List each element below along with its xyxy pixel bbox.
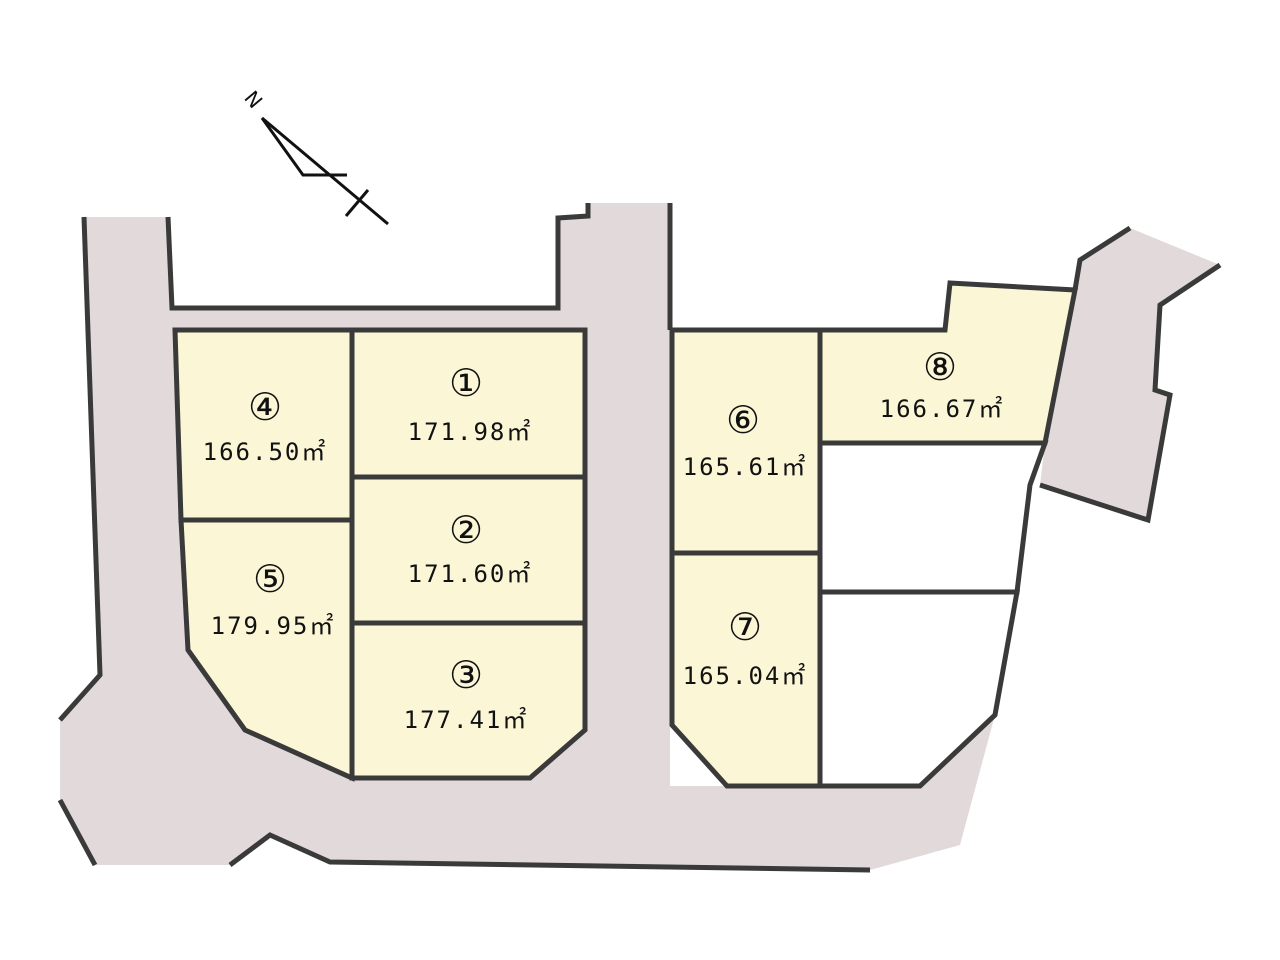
lot-6-number: ⑥	[726, 398, 760, 442]
lot-8-area: 166.67㎡	[880, 395, 1005, 423]
road-edge-bottom	[228, 832, 871, 873]
lot-6-area: 165.61㎡	[683, 453, 808, 481]
road-edge-top	[165, 203, 591, 311]
lot-8[interactable]	[817, 280, 1079, 446]
lot-4-number: ④	[248, 385, 282, 429]
north-label: N	[239, 86, 267, 113]
road-right	[1040, 228, 1220, 520]
lot-7-number: ⑦	[728, 605, 762, 649]
lot-5-number: ⑤	[253, 557, 287, 601]
road-edge-east	[1072, 225, 1132, 291]
lot-1-area: 171.98㎡	[408, 418, 533, 446]
lot-8-number: ⑧	[923, 345, 957, 389]
lot-4-area: 166.50㎡	[203, 438, 328, 466]
lot-2-area: 171.60㎡	[408, 560, 533, 588]
lot-5[interactable]	[178, 517, 355, 782]
road-edge-left	[58, 216, 103, 722]
road-edge-east2	[1039, 262, 1222, 524]
lot-2-number: ②	[449, 508, 483, 552]
lot-3[interactable]	[349, 620, 588, 781]
lot-3-number: ③	[449, 653, 483, 697]
lot-3-area: 177.41㎡	[404, 706, 529, 734]
lot-7[interactable]	[669, 550, 823, 789]
vacant-plot-upper	[817, 440, 1049, 595]
lot-5-area: 179.95㎡	[211, 612, 336, 640]
vacant-plot-lower	[817, 589, 1020, 789]
north-arrow-icon: N	[239, 86, 389, 226]
lot-7-area: 165.04㎡	[683, 662, 808, 690]
road-edge-right	[57, 798, 98, 867]
lot-1-number: ①	[449, 361, 483, 405]
